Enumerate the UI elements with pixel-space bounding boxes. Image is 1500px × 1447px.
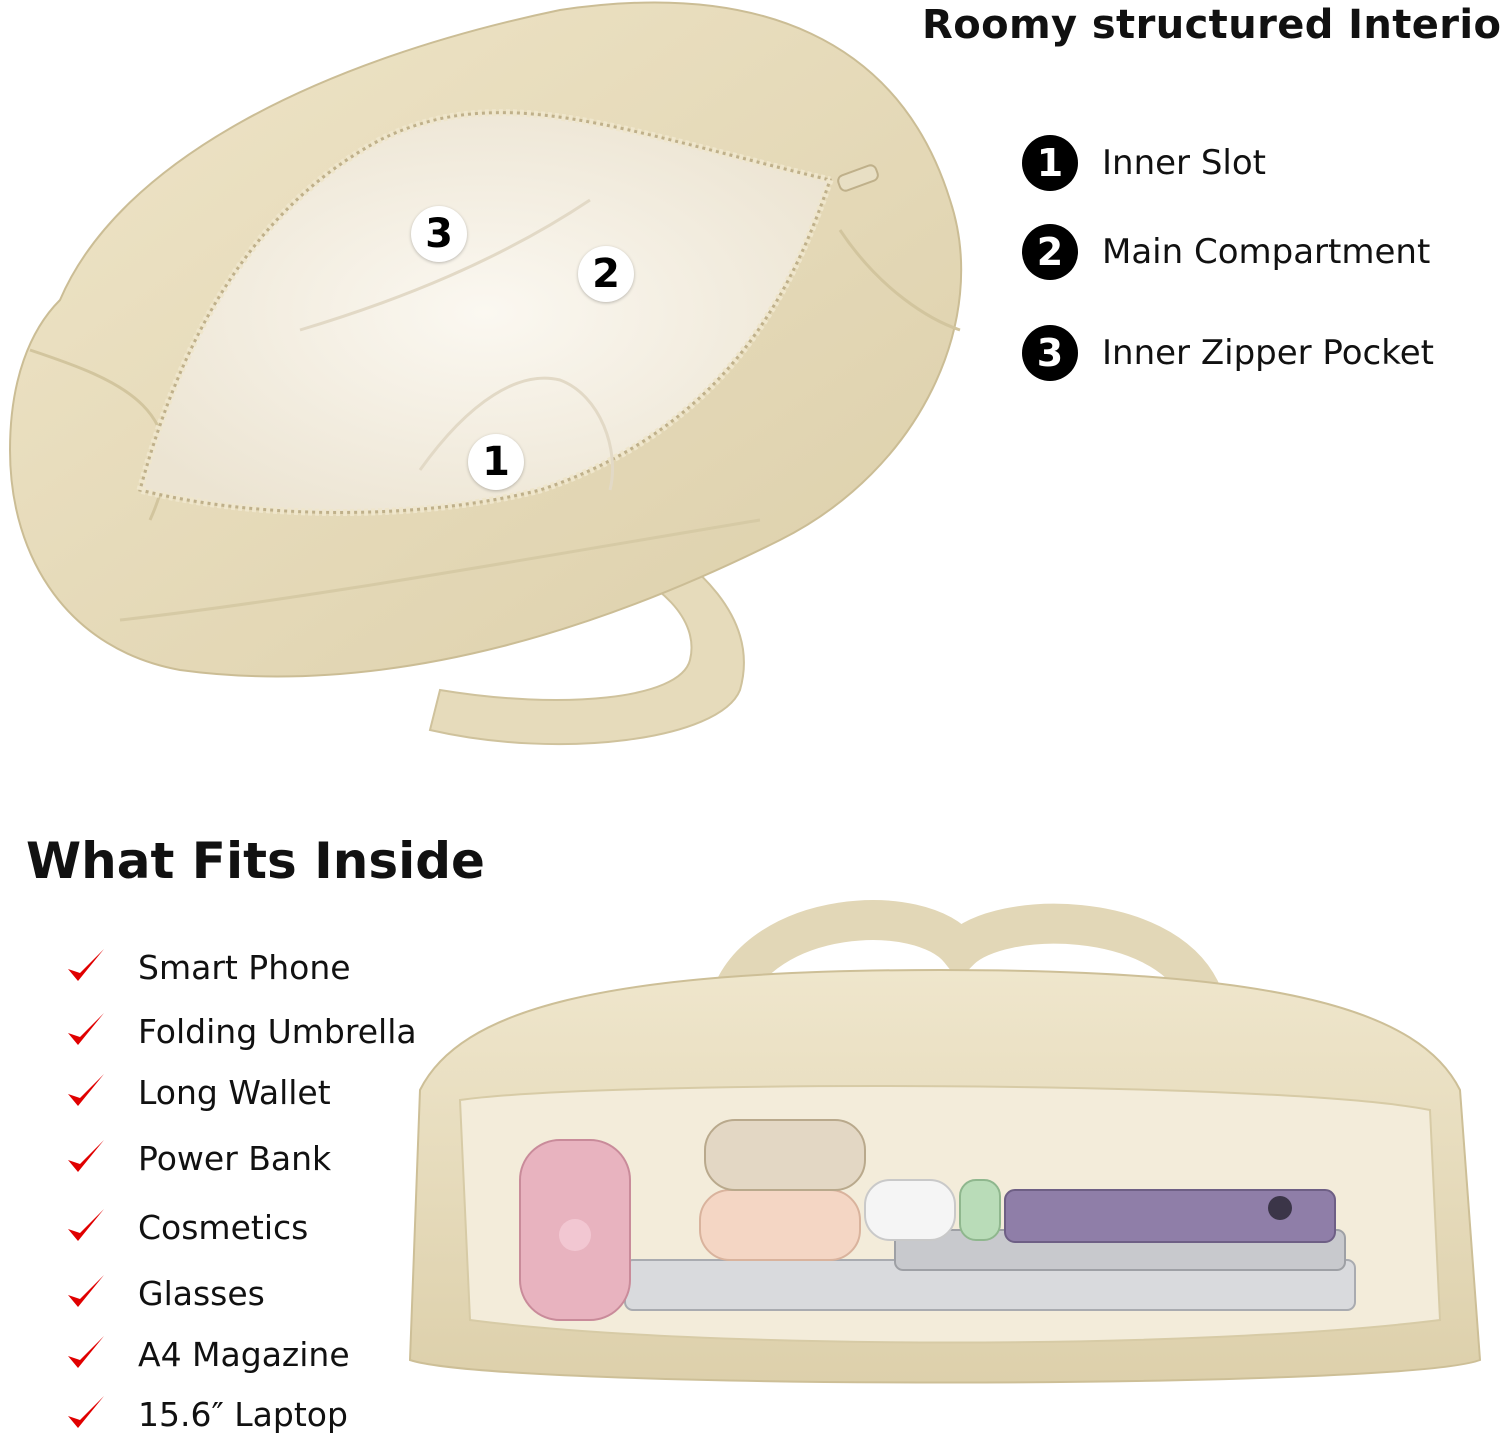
fit-item-power-bank: Power Bank (64, 1129, 331, 1187)
bag-interior-illustration (8, 1, 963, 746)
interior-title: Roomy structured Interior (922, 2, 1500, 48)
check-mark-icon (68, 1396, 104, 1428)
fit-item-label: A4 Magazine (138, 1334, 350, 1374)
photo-marker-2: 2 (578, 246, 634, 302)
fit-item-label: Power Bank (138, 1138, 332, 1178)
fit-item-label: 15.6″ Laptop (138, 1394, 348, 1434)
number-2-badge: 2 (1022, 224, 1078, 280)
bag-interior-photo: 3 2 1 (0, 0, 980, 770)
check-mark-icon (68, 1336, 104, 1368)
number-1-badge: 1 (1022, 135, 1078, 191)
check-mark-icon (68, 1209, 104, 1241)
fit-item-laptop: 15.6″ Laptop (64, 1385, 348, 1443)
check-mark-icon (68, 1074, 104, 1106)
check-mark-icon (68, 1140, 104, 1172)
fit-item-long-wallet: Long Wallet (64, 1063, 331, 1121)
photo-marker-3: 3 (411, 206, 467, 262)
legend-label: Main Compartment (1102, 232, 1431, 272)
fit-item-glasses: Glasses (64, 1264, 265, 1322)
fit-item-folding-umbrella: Folding Umbrella (64, 1002, 417, 1060)
check-mark-icon (68, 949, 104, 981)
bag-contents-photo (400, 890, 1490, 1400)
legend-label: Inner Zipper Pocket (1102, 333, 1434, 373)
fit-item-label: Glasses (138, 1273, 265, 1313)
fit-item-label: Cosmetics (138, 1207, 309, 1247)
legend-item-main-compartment: 2 Main Compartment (1022, 222, 1430, 282)
legend-item-inner-slot: 1 Inner Slot (1022, 133, 1266, 193)
what-fits-title: What Fits Inside (26, 832, 485, 890)
check-mark-icon (68, 1013, 104, 1045)
check-mark-icon (68, 1275, 104, 1307)
bag-contents-illustration (408, 900, 1482, 1384)
fit-item-a4-magazine: A4 Magazine (64, 1325, 350, 1383)
fit-item-label: Long Wallet (138, 1072, 331, 1112)
fit-item-cosmetics: Cosmetics (64, 1198, 308, 1256)
photo-marker-1: 1 (468, 434, 524, 490)
fit-item-label: Folding Umbrella (138, 1011, 417, 1051)
legend-item-inner-zipper-pocket: 3 Inner Zipper Pocket (1022, 323, 1434, 383)
fit-item-label: Smart Phone (138, 947, 351, 987)
legend-label: Inner Slot (1102, 143, 1266, 183)
fit-item-smart-phone: Smart Phone (64, 938, 351, 996)
number-3-badge: 3 (1022, 325, 1078, 381)
